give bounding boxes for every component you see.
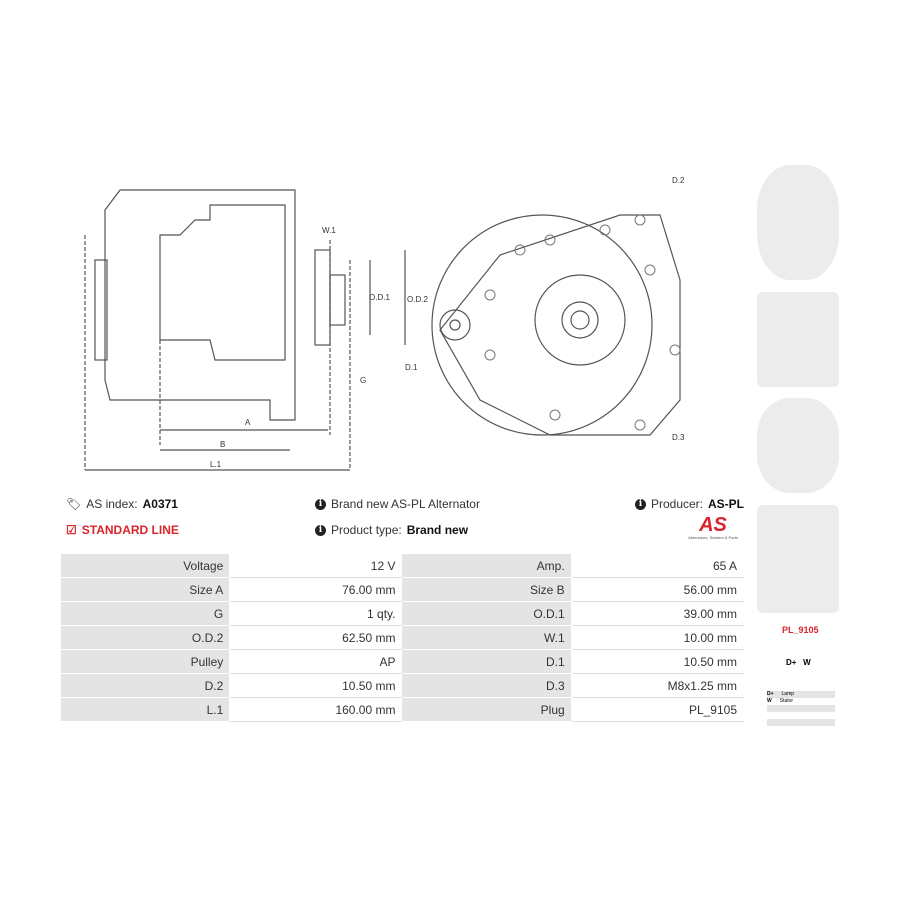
label-od1: O.D.1 — [369, 293, 390, 302]
label-d3: D.3 — [672, 433, 685, 442]
legend-cell: W — [767, 698, 772, 704]
photo-side[interactable] — [757, 292, 839, 387]
label-g: G — [360, 376, 366, 385]
plug-terminals: D+ W — [786, 658, 811, 667]
standard-line-label: STANDARD LINE — [81, 523, 179, 537]
as-index: 🏷 AS index: A0371 — [66, 497, 178, 511]
spec-value: M8x1.25 mm — [570, 673, 745, 698]
spec-label: D.2 — [59, 673, 231, 698]
photo-rear[interactable] — [757, 398, 839, 493]
standard-line: ☑ STANDARD LINE — [66, 523, 179, 537]
spec-label: Plug — [401, 697, 572, 722]
legend-row-empty — [767, 712, 835, 719]
legend-row: D+ Lamp — [767, 691, 835, 698]
label-d1: D.1 — [405, 363, 418, 372]
as-index-label: AS index: — [86, 497, 138, 511]
logo-text: AS — [699, 514, 727, 536]
legend-cell: D+ — [767, 691, 774, 697]
spec-value: 1 qty. — [229, 601, 403, 626]
spec-value: 10.00 mm — [570, 625, 745, 650]
legend-row-empty — [767, 705, 835, 712]
description: i Brand new AS-PL Alternator — [315, 497, 480, 511]
spec-label: O.D.1 — [401, 601, 572, 626]
spec-value: PL_9105 — [570, 697, 745, 722]
alternator-body-side — [104, 189, 296, 421]
label-od2: O.D.2 — [407, 295, 428, 304]
plug-code: PL_9105 — [782, 625, 819, 635]
spec-label: D.3 — [401, 673, 572, 698]
alternator-body-front — [431, 214, 653, 436]
spec-label: D.1 — [401, 649, 572, 674]
pulley — [314, 249, 331, 346]
legend-row: W Stator — [767, 698, 835, 705]
as-index-value: A0371 — [142, 497, 178, 511]
legend-cell: Lamp — [781, 691, 795, 697]
spec-value: AP — [229, 649, 403, 674]
product-type-label: Product type: — [331, 523, 402, 537]
legend-cell: Stator — [779, 698, 794, 704]
spec-label: Pulley — [59, 649, 231, 674]
info-icon: i — [315, 498, 326, 510]
spec-value: 76.00 mm — [229, 577, 403, 602]
spec-value: 62.50 mm — [229, 625, 403, 650]
product-type: i Product type: Brand new — [315, 523, 468, 537]
spec-value: 65 A — [570, 553, 745, 578]
spec-label: G — [59, 601, 231, 626]
producer: i Producer: AS-PL — [634, 497, 744, 511]
spec-label: Voltage — [59, 553, 231, 578]
photo-front[interactable] — [757, 165, 839, 280]
spec-value: 10.50 mm — [570, 649, 745, 674]
description-text: Brand new AS-PL Alternator — [331, 497, 480, 511]
label-l1: L.1 — [210, 460, 222, 469]
label-d2: D.2 — [672, 176, 685, 185]
spec-value: 160.00 mm — [229, 697, 403, 722]
spec-label: Size B — [401, 577, 572, 602]
photo-angle[interactable] — [757, 505, 839, 613]
spec-label: Amp. — [401, 553, 572, 578]
spec-label: L.1 — [59, 697, 231, 722]
product-type-value: Brand new — [406, 523, 469, 537]
checkbox-icon: ☑ — [66, 523, 77, 537]
spec-label: Size A — [59, 577, 231, 602]
producer-value: AS-PL — [708, 497, 744, 511]
spec-label: O.D.2 — [59, 625, 231, 650]
spec-value: 12 V — [229, 553, 403, 578]
spec-value: 39.00 mm — [570, 601, 745, 626]
technical-drawing: W.1 O.D.1 O.D.2 G A B L.1 D.1 D.2 D.3 — [84, 176, 685, 471]
label-b: B — [220, 440, 225, 449]
legend-row-empty — [767, 719, 835, 726]
spec-label: W.1 — [401, 625, 572, 650]
logo-tagline: Alternators, Starters & Parts — [688, 535, 738, 540]
producer-label: Producer: — [650, 497, 703, 511]
spec-value: 10.50 mm — [229, 673, 403, 698]
info-icon: i — [634, 498, 646, 510]
label-a: A — [245, 418, 251, 427]
as-pl-logo: AS Alternators, Starters & Parts — [680, 515, 746, 540]
info-icon: i — [315, 524, 326, 536]
tags-icon: 🏷 — [66, 497, 82, 511]
spec-value: 56.00 mm — [570, 577, 745, 602]
label-w1: W.1 — [322, 226, 336, 235]
